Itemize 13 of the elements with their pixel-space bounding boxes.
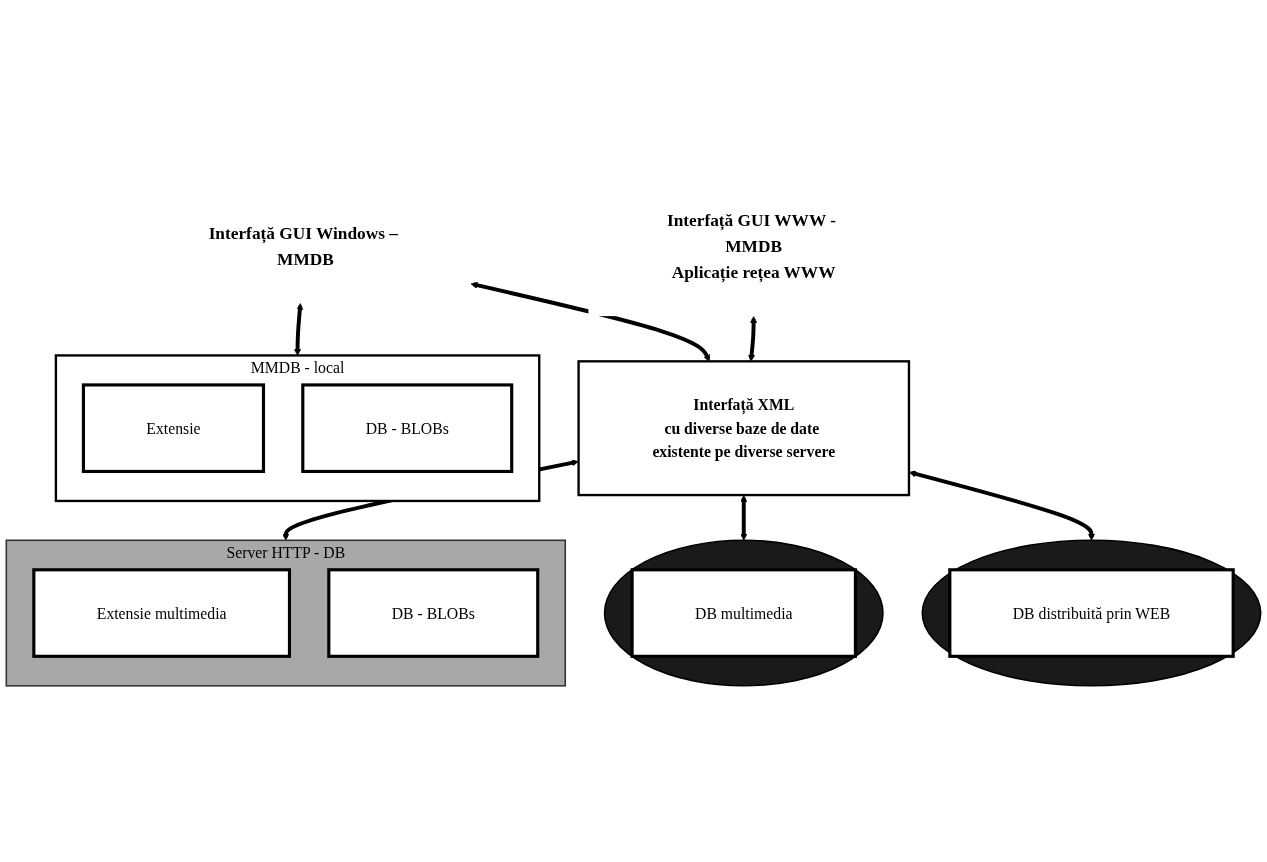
node-box: DB distribuită prin WEB bbox=[948, 568, 1235, 659]
node-box: DB multimedia bbox=[630, 568, 857, 659]
cluster bbox=[603, 539, 884, 688]
node-box: DB - BLOBs bbox=[327, 568, 540, 659]
node-box: Extensie bbox=[81, 383, 266, 474]
arrow bbox=[908, 470, 1095, 542]
cluster bbox=[921, 539, 1262, 688]
node-box: Interfață XML cu diverse baze de date existente pe diverse servere bbox=[577, 360, 911, 497]
arrow bbox=[740, 495, 748, 542]
node-box: Extensie multimedia bbox=[32, 568, 292, 659]
node-box: DB - BLOBs bbox=[301, 383, 514, 474]
node-text: Interfață GUI Windows – MMDB bbox=[208, 223, 398, 269]
node-text: Interfață GUI WWW - MMDB Aplicație rețea WWW bbox=[666, 210, 836, 282]
